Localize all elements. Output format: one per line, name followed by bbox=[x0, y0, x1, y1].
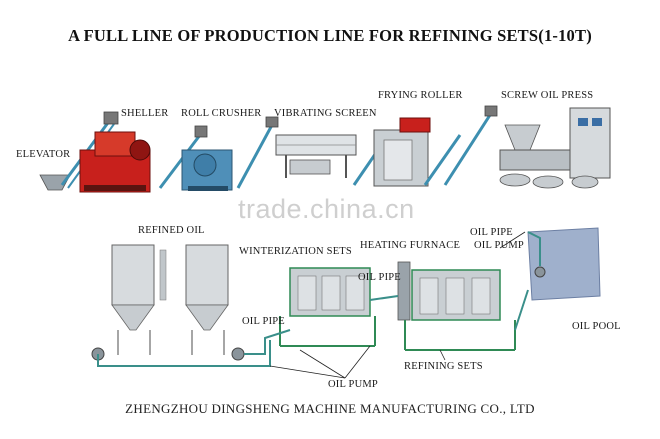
label-oil-pipe-left: OIL PIPE bbox=[242, 316, 285, 327]
roll-crusher-machine bbox=[158, 125, 233, 191]
label-screw-oil-press: SCREW OIL PRESS bbox=[501, 90, 594, 101]
label-oil-pipe-mid: OIL PIPE bbox=[358, 272, 401, 283]
screw-oil-press-machine bbox=[443, 105, 611, 189]
label-frying-roller: FRYING ROLLER bbox=[378, 90, 463, 101]
label-sheller: SHELLER bbox=[121, 108, 169, 119]
label-pointers bbox=[269, 231, 526, 379]
oil-pipes bbox=[97, 231, 541, 367]
label-winterization-sets: WINTERIZATION SETS bbox=[239, 246, 352, 257]
frying-roller-machine bbox=[352, 117, 462, 187]
company-footer: ZHENGZHOU DINGSHENG MACHINE MANUFACTURIN… bbox=[125, 401, 535, 416]
label-refined-oil: REFINED OIL bbox=[138, 225, 205, 236]
label-oil-pump-bottom: OIL PUMP bbox=[328, 379, 378, 390]
diagram-title: A FULL LINE OF PRODUCTION LINE FOR REFIN… bbox=[68, 26, 592, 45]
vibrating-screen-machine bbox=[236, 116, 357, 189]
label-refining-sets: REFINING SETS bbox=[404, 361, 483, 372]
label-elevator: ELEVATOR bbox=[16, 149, 71, 160]
label-oil-pool: OIL POOL bbox=[572, 321, 621, 332]
refining-sets bbox=[397, 261, 516, 351]
label-oil-pipe-top-right: OIL PIPE bbox=[470, 227, 513, 238]
label-vibrating-screen: VIBRATING SCREEN bbox=[274, 108, 377, 119]
sheller-machine bbox=[79, 131, 151, 193]
winterization-sets bbox=[279, 267, 376, 347]
label-oil-pump-top-right: OIL PUMP bbox=[474, 240, 524, 251]
label-heating-furnace: HEATING FURNACE bbox=[360, 240, 461, 251]
oil-pool bbox=[527, 227, 601, 301]
label-roll-crusher: ROLL CRUSHER bbox=[181, 108, 262, 119]
watermark: trade.china.cn bbox=[238, 194, 415, 224]
refined-oil-tanks bbox=[91, 244, 245, 361]
